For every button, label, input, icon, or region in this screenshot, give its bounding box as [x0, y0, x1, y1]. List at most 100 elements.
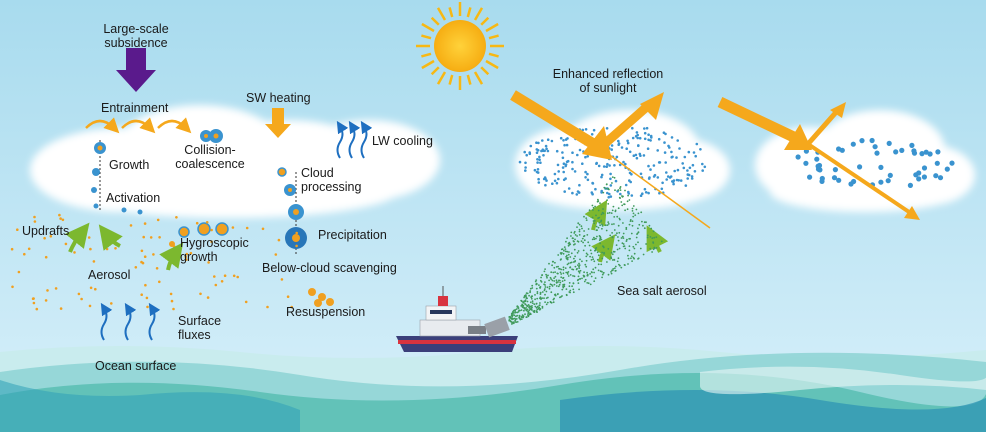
spray-droplet [563, 246, 566, 249]
aerosol-dot [184, 255, 187, 259]
spray-droplet [631, 224, 634, 227]
cloud-droplet [578, 148, 582, 152]
spray-droplet [642, 224, 644, 227]
spray-droplet [600, 213, 603, 216]
spray-droplet [601, 276, 603, 279]
spray-droplet [578, 288, 580, 291]
spray-droplet [589, 273, 591, 275]
spray-droplet [625, 228, 628, 231]
spray-droplet [514, 319, 517, 322]
spray-droplet [635, 236, 638, 239]
spray-droplet [578, 262, 580, 265]
spray-droplet [613, 258, 616, 261]
spray-droplet [600, 220, 602, 223]
cloud-droplet [921, 165, 928, 171]
sun-ray [421, 59, 435, 70]
cloud-droplet [551, 182, 554, 185]
cloud-droplet [556, 163, 560, 167]
spray-droplet [612, 205, 615, 208]
aerosol-dot [17, 270, 21, 274]
spray-droplet [580, 240, 583, 243]
spray-droplet [552, 301, 555, 304]
spray-droplet [625, 226, 628, 229]
cloud-droplet [586, 178, 590, 182]
spray-droplet [633, 247, 636, 250]
spray-droplet [601, 257, 604, 260]
cloud-droplet [609, 184, 613, 187]
aerosol-dot [27, 247, 31, 251]
spray-droplet [539, 293, 542, 295]
spray-droplet [578, 228, 581, 231]
spray-droplet [572, 275, 574, 277]
cloud-droplet [624, 183, 628, 187]
aerosol-dot [231, 226, 235, 229]
aerosol-dot [199, 292, 202, 296]
sun-ray [488, 34, 499, 40]
spray-droplet [568, 285, 571, 288]
cloud-droplet [537, 141, 540, 145]
spray-droplet [638, 223, 641, 226]
cloud-droplet [564, 164, 567, 168]
spray-droplet [561, 288, 564, 291]
spray-droplet [560, 268, 563, 271]
spray-droplet [651, 251, 653, 253]
aerosol-dot [149, 236, 153, 239]
cloud-droplet [909, 142, 915, 148]
aerosol-dot [210, 240, 213, 243]
spray-droplet [587, 241, 590, 244]
spray-droplet [652, 242, 655, 244]
cloud-droplet [692, 151, 696, 154]
spray-droplet [620, 201, 623, 203]
label-precipitation: Precipitation [318, 228, 387, 242]
spray-droplet [562, 272, 565, 275]
spray-droplet [597, 269, 600, 272]
spray-droplet [607, 203, 610, 205]
cloud-droplet [885, 178, 891, 184]
spray-droplet [560, 276, 563, 279]
spray-droplet [576, 235, 578, 237]
spray-droplet [543, 297, 545, 300]
cloud-droplet [523, 150, 526, 154]
cloud-droplet [615, 155, 619, 159]
label-activation: Activation [106, 191, 161, 205]
aerosol-dot [89, 286, 93, 290]
spray-droplet [640, 211, 643, 214]
spray-droplet [597, 254, 600, 257]
spray-droplet [590, 275, 593, 278]
spray-droplet [633, 257, 635, 260]
cloud-droplet [649, 168, 652, 171]
spray-droplet [526, 300, 529, 303]
cloud-droplet [584, 128, 588, 131]
cloud-droplet [887, 172, 893, 178]
spray-droplet [545, 290, 548, 293]
cloud-droplet [544, 144, 548, 148]
spray-droplet [559, 281, 562, 284]
spray-droplet [613, 216, 616, 218]
spray-droplet [609, 234, 612, 237]
cloud-droplet [562, 170, 565, 174]
spray-droplet [578, 223, 581, 226]
spray-droplet [637, 241, 639, 244]
spray-droplet [511, 317, 514, 319]
spray-droplet [524, 294, 526, 297]
spray-droplet [578, 234, 581, 236]
cloud-droplet [586, 172, 589, 176]
spray-droplet [548, 262, 550, 265]
sun-ray [436, 71, 447, 85]
spray-droplet [583, 230, 585, 232]
spray-droplet [637, 227, 639, 230]
cloud-droplet [630, 194, 634, 197]
spray-droplet [582, 249, 585, 252]
spray-droplet [614, 269, 617, 272]
spray-droplet [530, 297, 533, 300]
cloud-droplet [628, 171, 632, 175]
spray-droplet [547, 274, 549, 277]
cloud-droplet [643, 187, 647, 191]
spray-droplet [544, 288, 546, 290]
spray-droplet [517, 311, 520, 313]
spray-droplet [627, 194, 629, 197]
sun-ray [421, 52, 432, 58]
aerosol-dot [207, 261, 210, 264]
spray-droplet [577, 275, 580, 278]
